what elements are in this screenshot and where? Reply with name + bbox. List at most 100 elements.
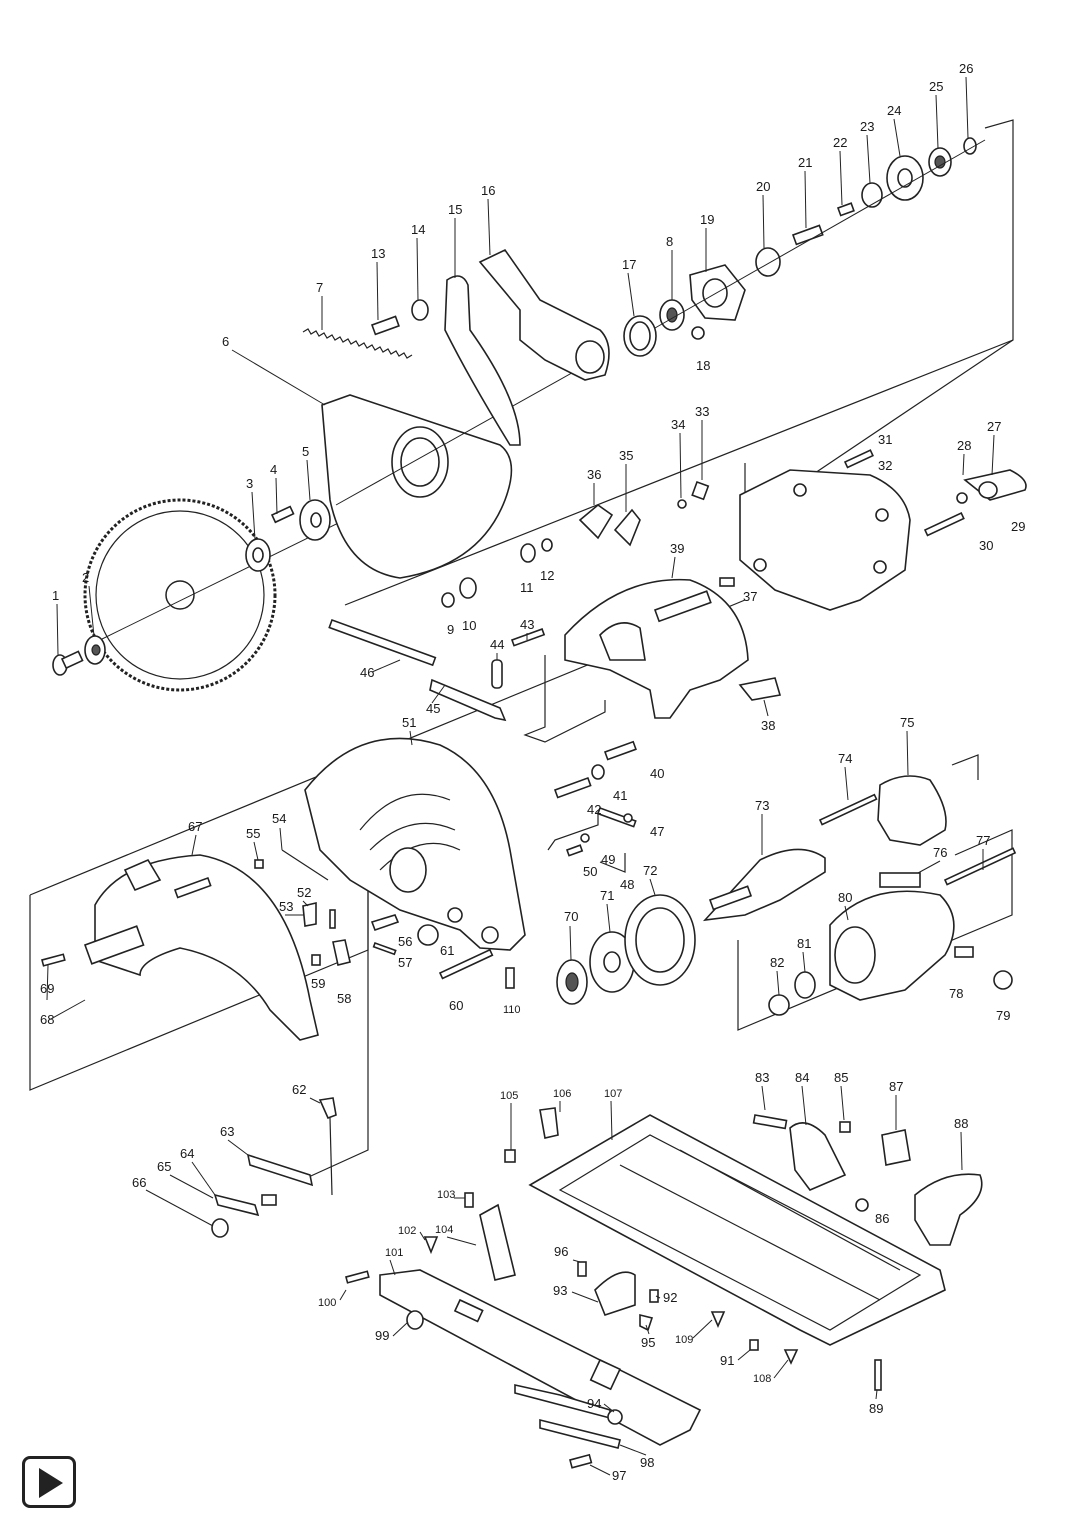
label-23: 23 xyxy=(860,119,874,134)
label-31: 31 xyxy=(878,432,892,447)
saw-blade xyxy=(83,498,376,692)
label-33: 33 xyxy=(695,404,709,419)
label-105: 105 xyxy=(500,1090,518,1102)
housing-small-parts xyxy=(254,849,515,989)
label-73: 73 xyxy=(755,798,769,813)
spindle-components xyxy=(623,137,986,357)
label-85: 85 xyxy=(834,1070,848,1085)
label-29: 29 xyxy=(1011,519,1025,534)
label-6: 6 xyxy=(222,334,229,349)
main-housing xyxy=(304,737,526,951)
label-41: 41 xyxy=(613,788,627,803)
label-89: 89 xyxy=(869,1401,883,1416)
lower-guard xyxy=(41,854,319,1041)
label-94: 94 xyxy=(587,1396,601,1411)
label-106: 106 xyxy=(553,1088,571,1100)
label-45: 45 xyxy=(426,701,440,716)
label-108: 108 xyxy=(753,1373,771,1385)
label-95: 95 xyxy=(641,1335,655,1350)
part-labels: 1 2 3 4 5 6 7 8 9 10 11 12 13 14 15 16 1… xyxy=(40,61,1025,1483)
label-59: 59 xyxy=(311,976,325,991)
motor-housing xyxy=(768,775,1017,1016)
label-22: 22 xyxy=(833,135,847,150)
motor-cover xyxy=(564,480,782,719)
label-50: 50 xyxy=(583,864,597,879)
label-44: 44 xyxy=(490,637,504,652)
label-7: 7 xyxy=(316,280,323,295)
label-88: 88 xyxy=(954,1116,968,1131)
next-page-button[interactable] xyxy=(22,1456,76,1508)
label-110: 110 xyxy=(503,1004,521,1016)
label-87: 87 xyxy=(889,1079,903,1094)
motor-armature xyxy=(556,848,826,1005)
label-109: 109 xyxy=(675,1334,693,1346)
label-25: 25 xyxy=(929,79,943,94)
label-96: 96 xyxy=(554,1244,568,1259)
label-61: 61 xyxy=(440,943,454,958)
label-76: 76 xyxy=(933,845,947,860)
label-81: 81 xyxy=(797,936,811,951)
label-46: 46 xyxy=(360,665,374,680)
label-14: 14 xyxy=(411,222,425,237)
label-60: 60 xyxy=(449,998,463,1013)
label-16: 16 xyxy=(481,183,495,198)
label-104: 104 xyxy=(435,1224,453,1236)
label-48: 48 xyxy=(620,877,634,892)
blade-fasteners xyxy=(52,499,331,676)
label-24: 24 xyxy=(887,103,901,118)
label-91: 91 xyxy=(720,1353,734,1368)
label-42: 42 xyxy=(587,802,601,817)
label-1: 1 xyxy=(52,588,59,603)
label-57: 57 xyxy=(398,955,412,970)
label-92: 92 xyxy=(663,1290,677,1305)
shafts xyxy=(328,618,637,857)
label-72: 72 xyxy=(643,863,657,878)
label-93: 93 xyxy=(553,1283,567,1298)
label-53: 53 xyxy=(279,899,293,914)
label-37: 37 xyxy=(743,589,757,604)
label-13: 13 xyxy=(371,246,385,261)
label-leaders xyxy=(46,76,995,1476)
label-56: 56 xyxy=(398,934,412,949)
label-40: 40 xyxy=(650,766,664,781)
label-71: 71 xyxy=(600,888,614,903)
label-63: 63 xyxy=(220,1124,234,1139)
label-86: 86 xyxy=(875,1211,889,1226)
label-38: 38 xyxy=(761,718,775,733)
label-103: 103 xyxy=(437,1189,455,1201)
label-100: 100 xyxy=(318,1297,336,1309)
label-4: 4 xyxy=(270,462,277,477)
label-20: 20 xyxy=(756,179,770,194)
label-47: 47 xyxy=(650,824,664,839)
base-plate xyxy=(504,1107,983,1391)
label-10: 10 xyxy=(462,618,476,633)
lower-plate-assembly xyxy=(345,1192,799,1469)
label-9: 9 xyxy=(447,622,454,637)
label-8: 8 xyxy=(666,234,673,249)
play-triangle-icon xyxy=(39,1468,63,1498)
label-3: 3 xyxy=(246,476,253,491)
label-65: 65 xyxy=(157,1159,171,1174)
label-75: 75 xyxy=(900,715,914,730)
label-15: 15 xyxy=(448,202,462,217)
label-66: 66 xyxy=(132,1175,146,1190)
label-11: 11 xyxy=(520,580,534,595)
lever-and-plate xyxy=(444,248,610,446)
link-assembly xyxy=(211,1097,337,1238)
small-fasteners xyxy=(370,299,705,608)
label-83: 83 xyxy=(755,1070,769,1085)
label-99: 99 xyxy=(375,1328,389,1343)
label-30: 30 xyxy=(979,538,993,553)
label-68: 68 xyxy=(40,1012,54,1027)
label-98: 98 xyxy=(640,1455,654,1470)
label-32: 32 xyxy=(878,458,892,473)
label-62: 62 xyxy=(292,1082,306,1097)
label-2: 2 xyxy=(82,570,89,585)
label-107: 107 xyxy=(604,1088,622,1100)
label-82: 82 xyxy=(770,955,784,970)
label-36: 36 xyxy=(587,467,601,482)
label-43: 43 xyxy=(520,617,534,632)
label-102: 102 xyxy=(398,1225,416,1237)
label-12: 12 xyxy=(540,568,554,583)
label-67: 67 xyxy=(188,819,202,834)
